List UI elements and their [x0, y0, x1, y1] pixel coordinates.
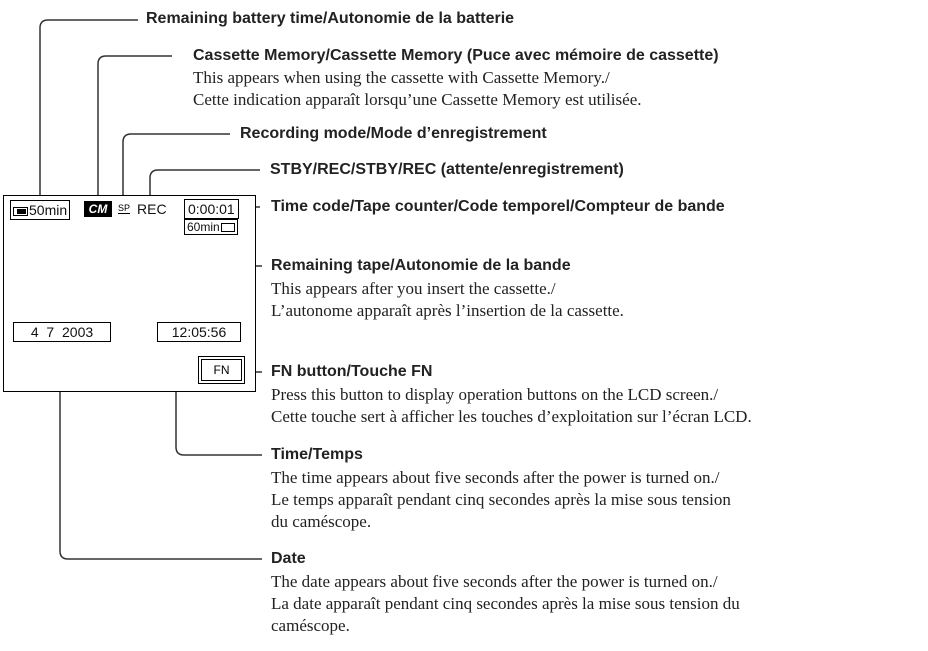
tape-value: 60min	[187, 220, 220, 234]
time-desc-en: The time appears about five seconds afte…	[271, 468, 720, 487]
fn-button-heading: FN button/Touche FN	[271, 363, 433, 380]
recording-mode-leader	[122, 133, 230, 205]
battery-indicator: 50min	[10, 200, 71, 220]
cassette-icon	[220, 223, 235, 233]
remaining-tape-desc-fr: L’autonome apparaît après l’insertion de…	[271, 301, 624, 320]
time-desc-fr-cont: du caméscope.	[271, 512, 372, 531]
battery-icon	[13, 206, 28, 216]
date-leader	[59, 280, 262, 560]
battery-heading: Remaining battery time/Autonomie de la b…	[146, 10, 515, 27]
remaining-tape-heading: Remaining tape/Autonomie de la bande	[271, 257, 571, 274]
battery-leader	[39, 19, 138, 205]
cassette-memory-leader	[97, 55, 172, 205]
battery-value: 50min	[29, 202, 68, 218]
stby-rec-heading: STBY/REC/STBY/REC (attente/enregistremen…	[270, 161, 624, 178]
date-desc-en: The date appears about five seconds afte…	[271, 572, 718, 591]
cassette-memory-desc-fr: Cette indication apparaît lorsqu’une Cas…	[193, 90, 642, 109]
cassette-memory-heading: Cassette Memory/Cassette Memory (Puce av…	[193, 47, 719, 64]
fn-button-desc-en: Press this button to display operation b…	[271, 385, 719, 404]
remaining-tape-indicator: 60min	[184, 219, 238, 235]
time-code-heading: Time code/Tape counter/Code temporel/Com…	[271, 198, 725, 215]
fn-button[interactable]: FN	[198, 356, 245, 384]
remaining-tape-desc-en: This appears after you insert the casset…	[271, 279, 556, 298]
date-display: 4 7 2003	[13, 322, 111, 342]
date-desc-fr: La date apparaît pendant cinq secondes a…	[271, 594, 740, 613]
time-desc-fr: Le temps apparaît pendant cinq secondes …	[271, 490, 731, 509]
timecode-display: 0:00:01	[184, 199, 239, 219]
cassette-memory-desc-en: This appears when using the cassette wit…	[193, 68, 610, 87]
rec-status: REC	[137, 200, 167, 218]
date-desc-fr-cont: caméscope.	[271, 616, 350, 635]
fn-button-desc-fr: Cette touche sert à afficher les touches…	[271, 407, 752, 426]
time-display: 12:05:56	[157, 322, 241, 342]
time-leader	[175, 280, 262, 456]
cassette-memory-icon: CM	[84, 201, 112, 217]
sp-mode-icon: SP	[118, 203, 131, 214]
recording-mode-heading: Recording mode/Mode d’enregistrement	[240, 125, 547, 142]
date-heading: Date	[271, 550, 306, 567]
time-heading: Time/Temps	[271, 446, 363, 463]
stby-rec-leader	[149, 169, 260, 205]
